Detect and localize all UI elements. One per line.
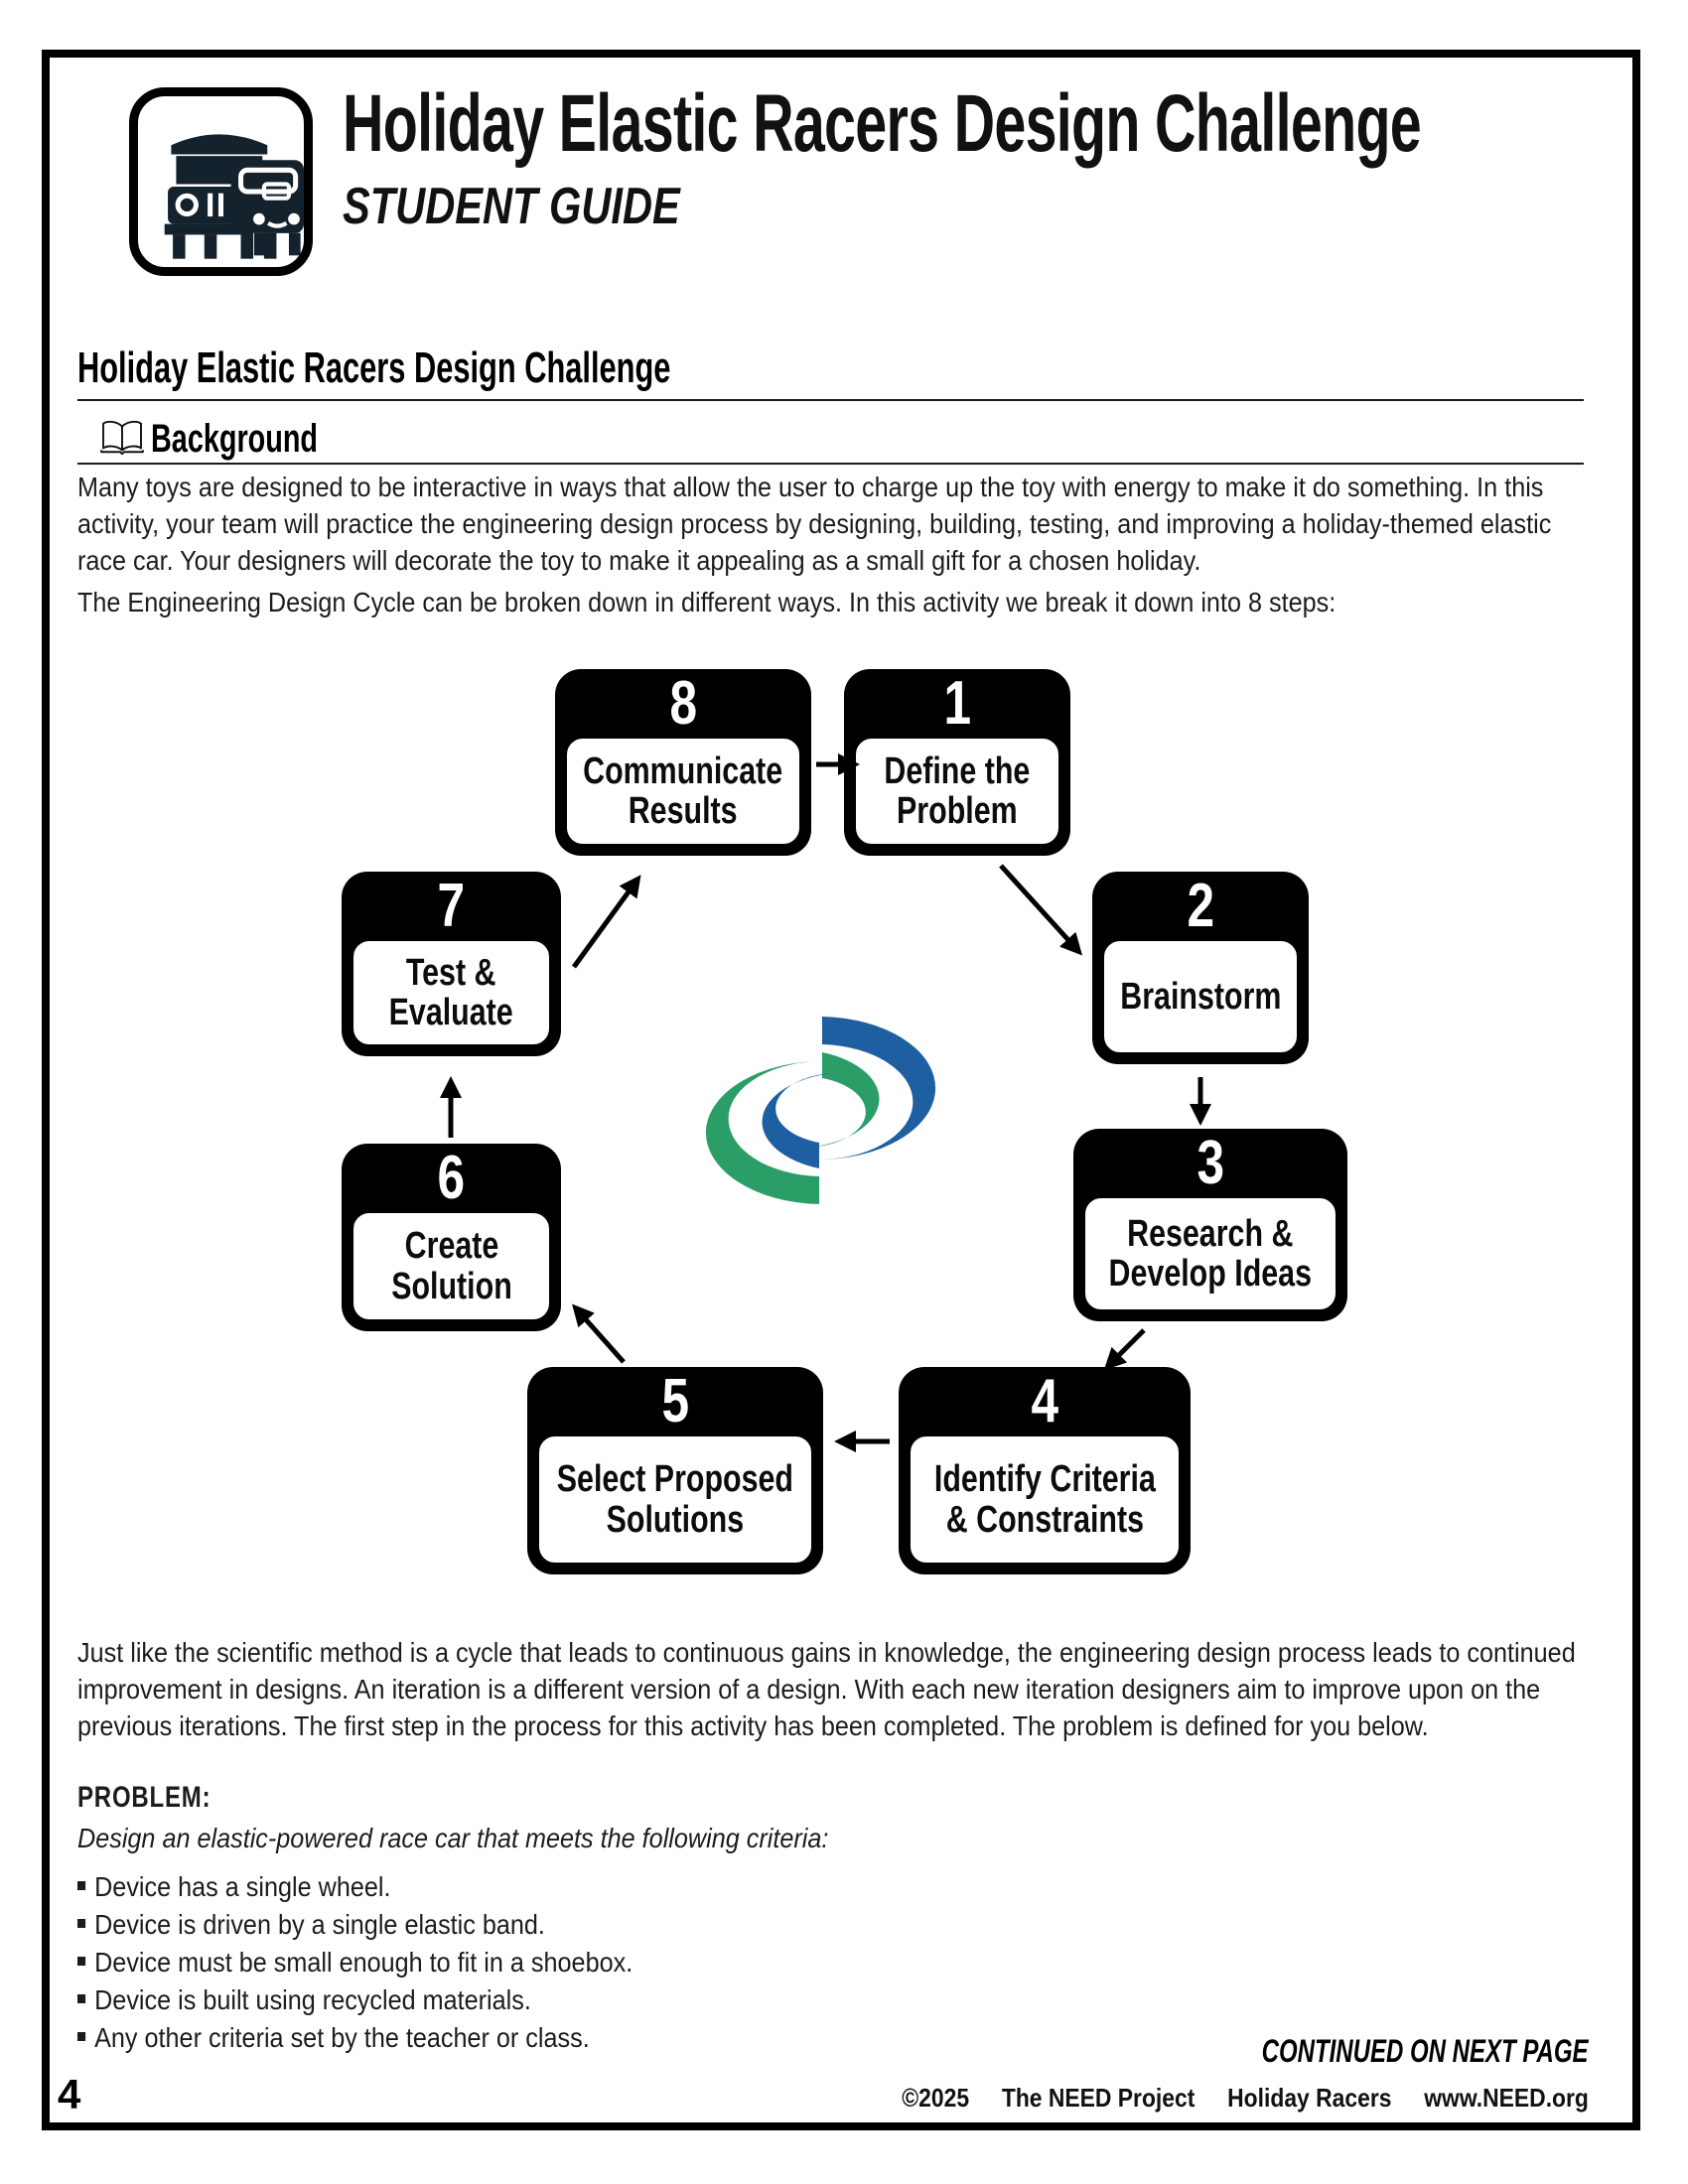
steps-intro-paragraph: The Engineering Design Cycle can be brok…	[77, 584, 1476, 620]
step-4-identify-criteria-constraints: 4 Identify Criteria& Constraints	[899, 1367, 1191, 1574]
step-7-test-evaluate: 7 Test &Evaluate	[342, 872, 561, 1056]
page-subtitle: STUDENT GUIDE	[343, 178, 680, 235]
paragraph-line: activity, your team will practice the en…	[77, 508, 1552, 539]
arrow-1-to-2	[999, 864, 1083, 956]
step-label: Identify Criteria	[933, 1458, 1156, 1501]
step-label: Solution	[390, 1265, 512, 1307]
step-number: 7	[437, 872, 466, 940]
step-panel: Research &Develop Ideas	[1081, 1194, 1339, 1313]
open-book-icon	[100, 420, 144, 456]
section-heading-rule	[77, 399, 1584, 401]
need-logo	[705, 1017, 936, 1204]
arrow-5-to-6	[572, 1303, 626, 1364]
page-title: Holiday Elastic Racers Design Challenge	[343, 78, 1422, 169]
step-number: 1	[943, 669, 971, 738]
step-panel: Test &Evaluate	[350, 937, 553, 1048]
continued-note: CONTINUED ON NEXT PAGE	[1262, 2033, 1589, 2069]
step-label: Solutions	[606, 1498, 745, 1541]
paragraph-line: Just like the scientific method is a cyc…	[77, 1637, 1576, 1668]
background-heading-rule	[77, 463, 1584, 465]
criteria-item: Device must be small enough to fit in a …	[77, 1944, 633, 1981]
paragraph-line: previous iterations. The first step in t…	[77, 1710, 1429, 1741]
cycle-arrows	[439, 752, 1212, 1453]
step-number: 5	[661, 1367, 689, 1435]
page-border	[42, 50, 1640, 2130]
step-label: Brainstorm	[1119, 975, 1282, 1018]
section-heading: Holiday Elastic Racers Design Challenge	[77, 343, 671, 392]
paragraph-line: Many toys are designed to be interactive…	[77, 472, 1544, 502]
step-label: Test &	[406, 951, 496, 994]
paragraph-line: improvement in designs. An iteration is …	[77, 1674, 1541, 1705]
step-label: Communicate	[583, 750, 783, 792]
copyright-line: ©2025 The NEED Project Holiday Racers ww…	[902, 2083, 1589, 2114]
iteration-paragraph: Just like the scientific method is a cyc…	[77, 1634, 1688, 1744]
step-label: Create	[404, 1225, 498, 1268]
criteria-item: Device is driven by a single elastic ban…	[77, 1906, 633, 1944]
vehicles-icon	[129, 87, 313, 276]
step-label: Develop Ideas	[1108, 1253, 1313, 1295]
product-name: Holiday Racers	[1227, 2083, 1392, 2113]
arrow-3-to-4	[1103, 1328, 1146, 1371]
step-number: 4	[1031, 1367, 1058, 1435]
problem-label: PROBLEM:	[77, 1781, 211, 1814]
vehicles-icon-art	[164, 134, 304, 259]
intro-paragraph: Many toys are designed to be interactive…	[77, 469, 1688, 579]
paragraph-line: race car. Your designers will decorate t…	[77, 545, 1201, 576]
org-name: The NEED Project	[1001, 2083, 1196, 2113]
step-number: 6	[437, 1144, 466, 1212]
background-heading: Background	[151, 417, 319, 461]
criteria-item: Device has a single wheel.	[77, 1868, 633, 1906]
step-label: Problem	[897, 790, 1018, 832]
criteria-item: Any other criteria set by the teacher or…	[77, 2019, 633, 2057]
paragraph-line: The Engineering Design Cycle can be brok…	[77, 587, 1336, 617]
step-label: Define the	[884, 750, 1031, 792]
criteria-list: Device has a single wheel. Device is dri…	[77, 1868, 694, 2057]
step-panel: Brainstorm	[1100, 937, 1301, 1056]
step-label: Select Proposed	[556, 1458, 794, 1501]
website: www.NEED.org	[1424, 2083, 1589, 2113]
step-label: Evaluate	[388, 992, 514, 1033]
copyright-year: ©2025	[902, 2083, 970, 2113]
step-number: 8	[669, 669, 697, 738]
step-number: 2	[1187, 872, 1214, 940]
step-2-brainstorm: 2 Brainstorm	[1092, 872, 1309, 1064]
page-number: 4	[58, 2071, 81, 2117]
step-label: & Constraints	[945, 1498, 1144, 1541]
arrow-7-to-8	[571, 875, 641, 969]
step-label: Results	[629, 790, 738, 832]
step-label: Research &	[1127, 1212, 1294, 1255]
step-panel: Identify Criteria& Constraints	[907, 1433, 1183, 1567]
step-3-research-develop-ideas: 3 Research &Develop Ideas	[1073, 1129, 1347, 1321]
criteria-intro: Design an elastic-powered race car that …	[77, 1823, 829, 1853]
step-number: 3	[1196, 1129, 1224, 1197]
criteria-item: Device is built using recycled materials…	[77, 1981, 633, 2019]
